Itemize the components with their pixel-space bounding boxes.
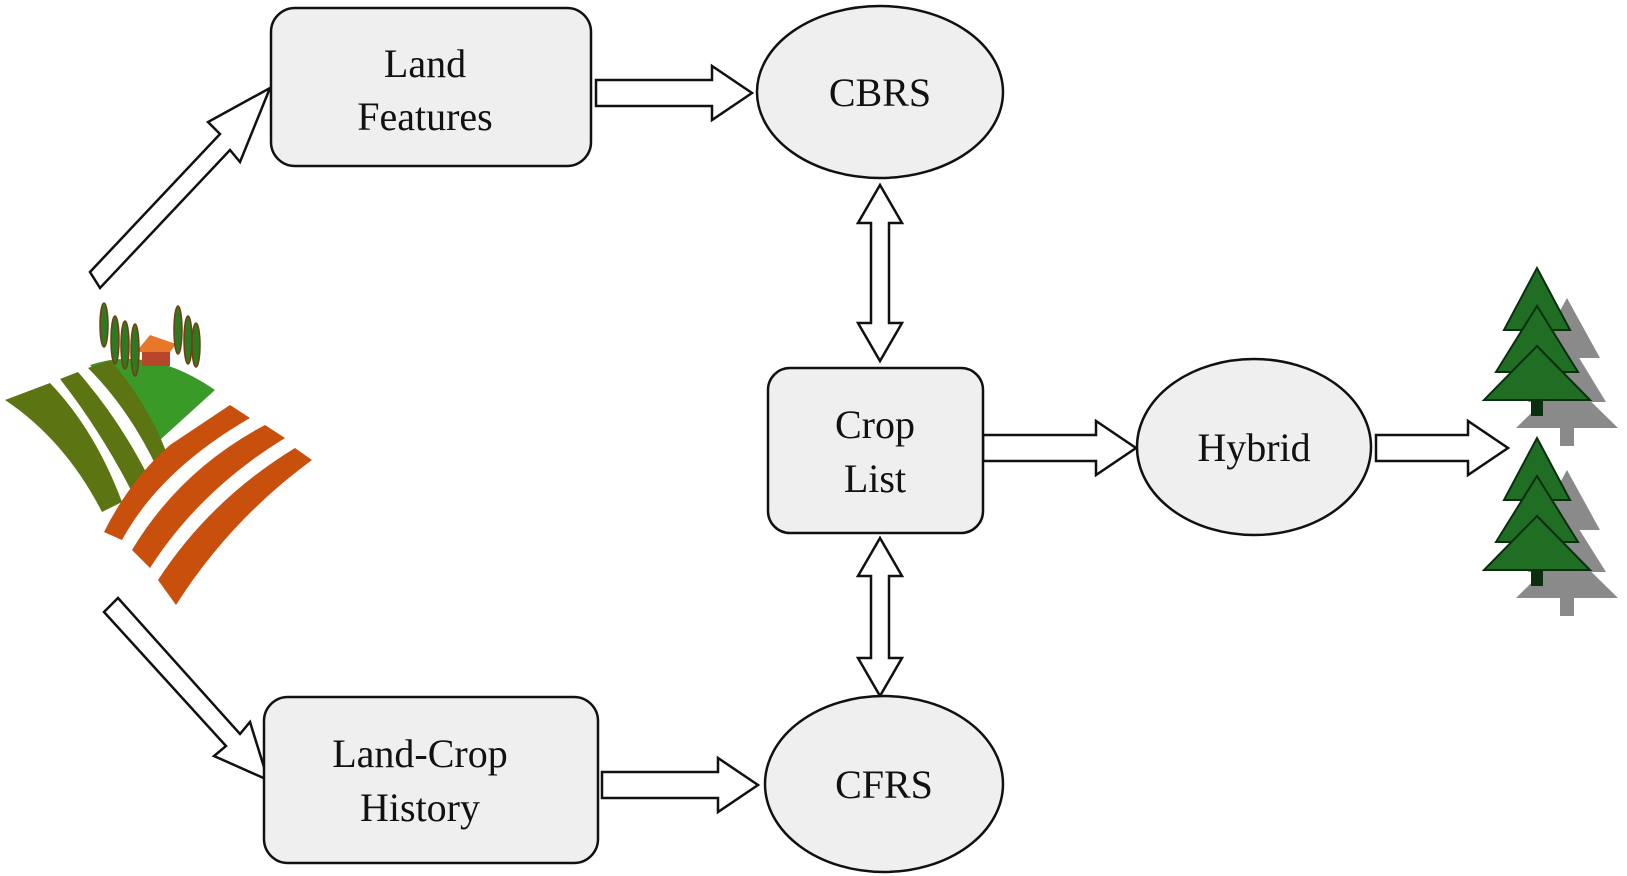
arrow-land-features-to-cbrs [594,63,755,123]
arrow-crop-list-cfrs-bidirectional [855,535,905,699]
farm-stripe-orange-3 [158,448,312,605]
node-land-features: Land Features [269,6,593,168]
node-hybrid: Hybrid [1135,357,1373,537]
farm-stripe-green-2 [60,372,150,492]
farm-stripe-green-3 [88,360,170,470]
arrow-crop-list-to-hybrid [981,418,1139,478]
crop-list-label-line2: List [844,456,906,501]
farm-stripe-green-1 [5,383,122,512]
farm-roof [136,335,176,352]
farm-stripe-orange-1 [104,405,250,540]
cbrs-label: CBRS [829,70,931,115]
tree-icon-top [1481,265,1618,446]
land-features-box [269,6,593,168]
land-crop-history-label-line1: Land-Crop [332,731,508,776]
node-cfrs: CFRS [763,694,1005,874]
cfrs-label: CFRS [835,762,933,807]
arrows [88,63,1511,815]
farm-cypress-trees [99,302,201,377]
farm-house [142,350,170,366]
arrow-field-to-land-features [88,85,273,291]
node-cbrs: CBRS [755,4,1005,180]
cbrs-ellipse [755,4,1005,180]
hybrid-label: Hybrid [1197,425,1310,470]
land-crop-history-box [262,695,600,865]
crop-list-label-line1: Crop [835,402,915,447]
arrow-cbrs-crop-list-bidirectional [855,182,905,364]
land-features-label-line2: Features [357,94,493,139]
cfrs-ellipse [763,694,1005,874]
crop-list-box [766,366,985,535]
land-crop-history-label-line2: History [360,785,480,830]
hybrid-ellipse [1135,357,1373,537]
node-crop-list: Crop List [766,366,985,535]
farm-stripe-orange-2 [132,425,285,568]
tree-icon-bottom [1481,435,1618,616]
farm-field-icon [5,302,312,605]
node-land-crop-history: Land-Crop History [262,695,600,865]
arrow-hybrid-to-output [1374,418,1511,478]
land-features-label-line1: Land [384,41,466,86]
arrow-history-to-cfrs [600,755,761,815]
arrow-field-to-land-crop-history [102,596,271,783]
